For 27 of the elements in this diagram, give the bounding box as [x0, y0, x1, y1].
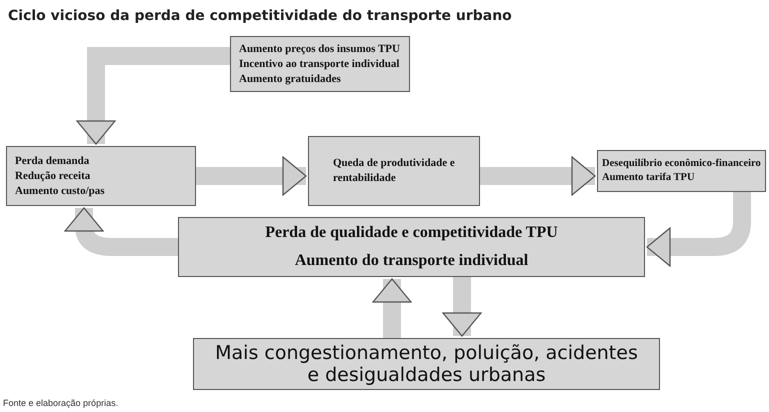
- box-text: Desequilíbrio econômico-financeiro: [602, 157, 761, 171]
- box-text: Aumento custo/pas: [15, 184, 106, 198]
- box-text: Redução receita: [15, 168, 92, 184]
- block-arrow: [442, 277, 482, 337]
- source-note: Fonte e elaboração próprias.: [3, 397, 118, 410]
- block-arrow: [196, 156, 307, 196]
- block-arrow: [64, 207, 178, 256]
- box-text: Aumento gratuidades: [239, 72, 342, 86]
- block-arrow: [372, 278, 412, 338]
- process-box: [308, 136, 480, 206]
- box-text: Mais congestionamento, poluição, acidentes e desigualdades urbanas: [214, 342, 639, 386]
- process-box: [193, 338, 660, 390]
- box-text: Aumento do transporte individual: [294, 251, 528, 271]
- box-text: Perda de qualidade e competitividade TPU: [265, 223, 558, 243]
- process-box: [6, 146, 196, 206]
- block-arrow: [646, 192, 751, 267]
- box-text: Perda demanda: [15, 154, 90, 168]
- box-text: Aumento tarifa TPU: [602, 171, 696, 185]
- block-arrow: [76, 47, 230, 145]
- box-text: Incentivo ao transporte individual: [239, 56, 400, 72]
- process-box: [597, 150, 766, 192]
- process-box: [178, 217, 645, 277]
- diagram-title: Ciclo vicioso da perda de competitividade do transporte urbano: [8, 7, 512, 26]
- box-text: Queda de produtividade e rentabilidade: [333, 156, 456, 186]
- block-arrow: [480, 156, 596, 196]
- box-text: Aumento preços dos insumos TPU: [239, 42, 401, 56]
- process-box: [230, 36, 410, 92]
